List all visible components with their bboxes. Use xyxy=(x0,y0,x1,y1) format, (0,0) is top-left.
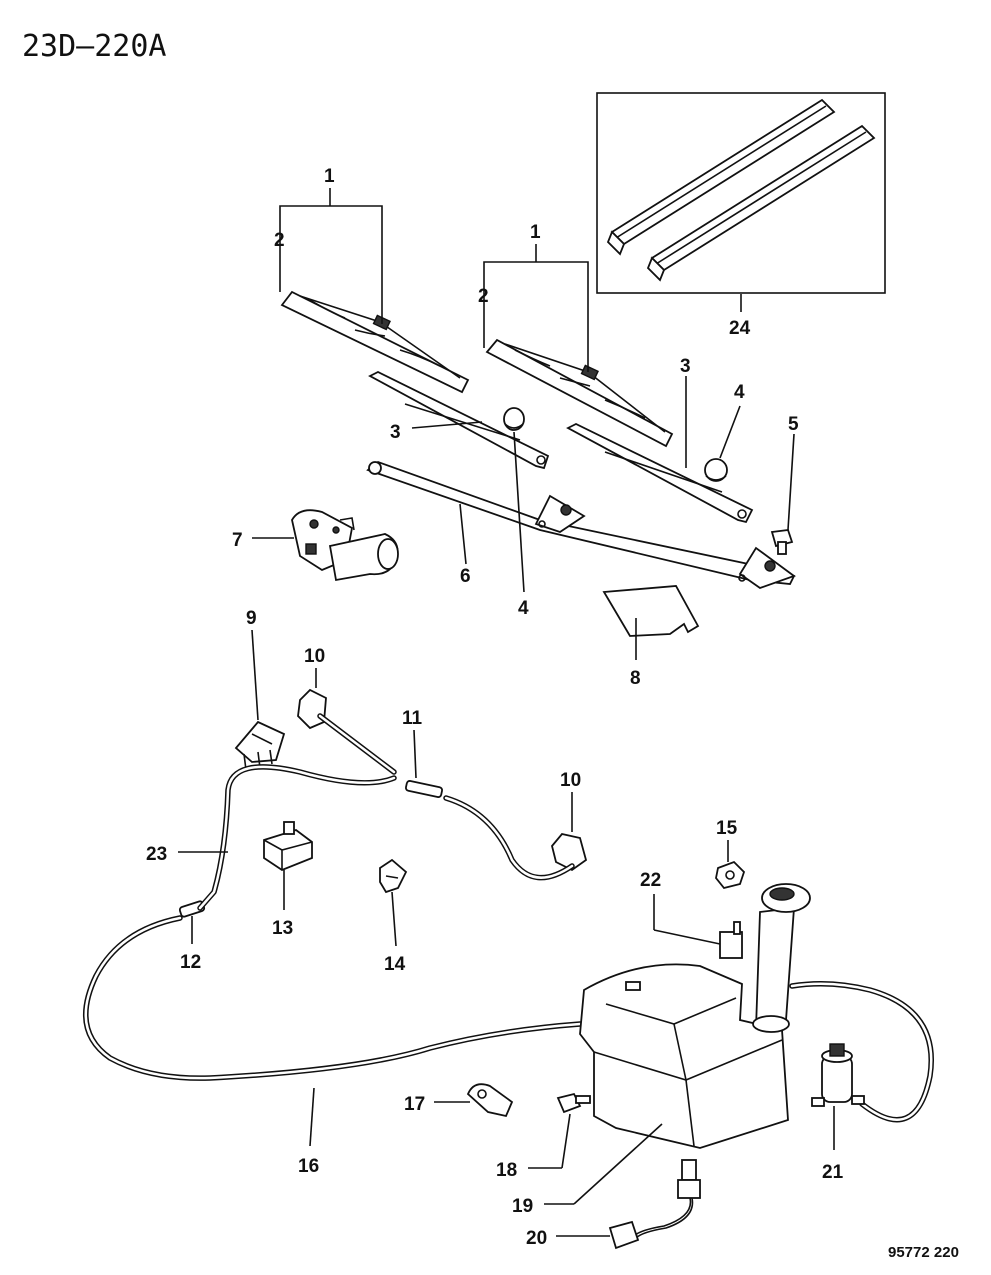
callout-1-left: 1 xyxy=(324,166,335,187)
reservoir-bolt xyxy=(556,1092,591,1114)
callout-6: 6 xyxy=(460,566,471,587)
callout-5: 5 xyxy=(788,414,799,435)
leader-lines xyxy=(178,188,835,1237)
callout-4-left: 4 xyxy=(518,598,529,619)
callout-17: 17 xyxy=(404,1094,425,1115)
callout-24: 24 xyxy=(729,318,751,339)
callout-4-right: 4 xyxy=(734,382,745,403)
arm-cap-left xyxy=(503,407,525,431)
callout-2-left: 2 xyxy=(274,230,285,251)
washer-hose-21 xyxy=(789,981,934,1123)
callout-23: 23 xyxy=(146,844,167,865)
washer-nozzle-left xyxy=(297,688,397,775)
footer-code: 95772 220 xyxy=(888,1244,959,1261)
wiper-refill-inset xyxy=(596,92,886,294)
callout-14: 14 xyxy=(384,954,406,975)
wiper-arm-left xyxy=(368,370,550,470)
linkage-cover xyxy=(602,585,700,637)
callout-20: 20 xyxy=(526,1228,547,1249)
callout-16: 16 xyxy=(298,1156,319,1177)
reservoir-filler-neck xyxy=(752,883,811,1033)
wiper-arm-right xyxy=(566,422,754,524)
callout-7: 7 xyxy=(232,530,243,551)
linkage-bolt xyxy=(770,529,794,555)
refill-strip-upper xyxy=(606,98,836,256)
tank-bracket xyxy=(719,921,743,959)
callout-8: 8 xyxy=(630,668,641,689)
callout-18: 18 xyxy=(496,1160,517,1181)
callout-2-right: 2 xyxy=(478,286,489,307)
callout-21: 21 xyxy=(822,1162,844,1183)
callout-19: 19 xyxy=(512,1196,533,1217)
callout-11: 11 xyxy=(402,708,423,729)
fluid-level-sensor xyxy=(608,1159,701,1250)
washer-hose-23 xyxy=(197,764,575,911)
refill-strip-lower xyxy=(646,124,876,282)
hose-clamp xyxy=(466,1083,514,1118)
callout-13: 13 xyxy=(272,918,293,939)
hose-grommet xyxy=(263,821,313,872)
washer-hose-16 xyxy=(83,915,583,1081)
arm-cap-right xyxy=(704,458,728,482)
callout-9: 9 xyxy=(246,608,257,629)
hose-clip-small xyxy=(379,858,408,894)
callout-15: 15 xyxy=(716,818,738,839)
hex-nut xyxy=(715,860,746,890)
wiper-motor xyxy=(291,509,399,582)
wiper-linkage xyxy=(366,460,796,590)
callout-22: 22 xyxy=(640,870,661,891)
callout-10-right: 10 xyxy=(560,770,581,791)
wiper-blade-right xyxy=(485,338,674,448)
wiper-blade-left xyxy=(280,290,470,394)
callout-10-left: 10 xyxy=(304,646,325,667)
callout-3-left: 3 xyxy=(390,422,401,443)
callout-12: 12 xyxy=(180,952,201,973)
washer-nozzle-right xyxy=(551,833,588,872)
hose-clip xyxy=(234,720,286,771)
washer-reservoir xyxy=(579,963,789,1149)
diagram-id: 23D–220A xyxy=(22,29,167,64)
hose-connector-joint xyxy=(405,780,443,798)
callout-3-right: 3 xyxy=(680,356,691,377)
washer-pump xyxy=(811,1043,865,1107)
callout-1-right: 1 xyxy=(530,222,541,243)
callout-labels: 1 2 1 2 24 3 3 4 4 5 6 7 8 9 10 10 11 12… xyxy=(146,166,844,1249)
